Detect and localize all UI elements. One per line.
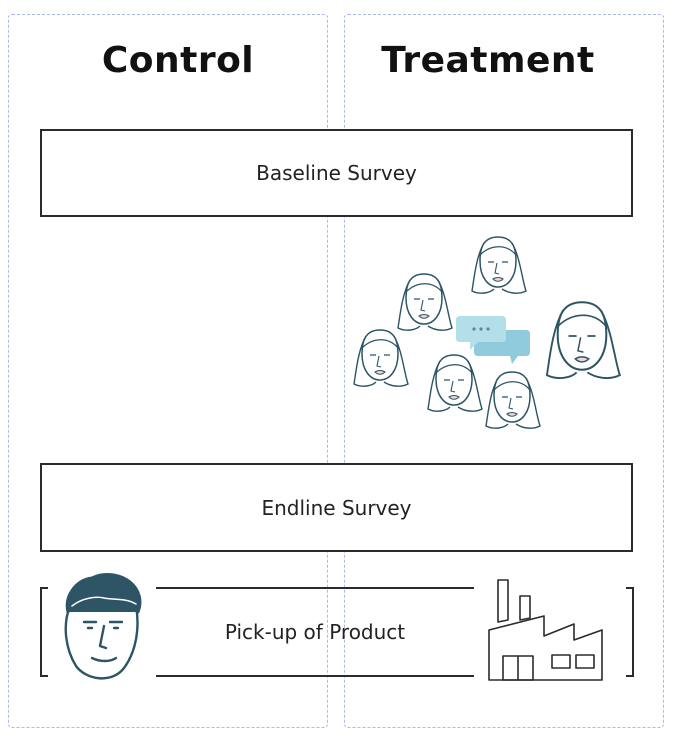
baseline-survey-label: Baseline Survey: [256, 161, 417, 185]
control-column: [8, 14, 328, 728]
endline-survey-box: Endline Survey: [40, 463, 633, 552]
speech-bubbles-icon: [456, 316, 530, 364]
left-bracket: [40, 587, 48, 677]
treatment-column: [344, 14, 664, 728]
endline-survey-label: Endline Survey: [261, 495, 412, 520]
right-bracket: [626, 587, 634, 677]
control-title: Control: [101, 40, 255, 81]
baseline-survey-box: Baseline Survey: [40, 129, 633, 217]
treatment-title: Treatment: [381, 40, 595, 81]
factory-icon: [488, 579, 603, 681]
man-face-icon: [64, 573, 142, 680]
pickup-of-product-label: Pick-up of Product: [224, 620, 406, 644]
